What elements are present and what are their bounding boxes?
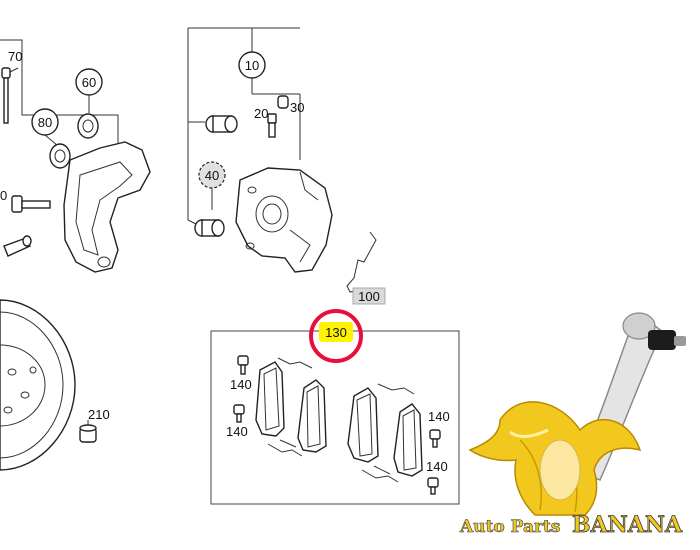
highlight-ring (309, 309, 363, 363)
svg-text:Auto Parts: Auto Parts (459, 517, 560, 537)
bushing-60 (77, 113, 99, 139)
leader-line (9, 67, 19, 73)
bolt-70 (1, 67, 11, 124)
brake-pad-left-2 (297, 379, 327, 453)
caliper-housing (235, 167, 333, 273)
wear-indicator-right (361, 383, 415, 483)
wear-indicator-left (267, 357, 313, 457)
label-210: 210 (88, 407, 110, 422)
callout-10: 10 (238, 51, 266, 79)
group-frame-left (0, 39, 119, 145)
dust-cap (277, 95, 289, 109)
watermark-brand: BANANA (572, 512, 683, 538)
label-140-a: 140 (230, 377, 252, 392)
leader-line (44, 134, 59, 147)
pad-bolt-4 (427, 477, 439, 495)
label-0: 0 (0, 188, 7, 203)
label-20: 20 (254, 106, 268, 121)
retaining-spring (346, 231, 377, 293)
callout-100: 100 (352, 287, 386, 305)
brake-pad-right-2 (393, 403, 423, 477)
callout-40: 40 (198, 161, 226, 189)
brake-pad-left-1 (255, 361, 285, 437)
label-140-d: 140 (426, 459, 448, 474)
caliper-carrier (63, 141, 151, 273)
watermark-prefix: Auto Parts (459, 517, 560, 537)
callout-40-label: 40 (205, 168, 219, 183)
callout-70-label: 70 (8, 49, 22, 64)
mounting-bolt (11, 195, 51, 213)
pad-bolt-1 (237, 355, 249, 375)
callout-60: 60 (75, 68, 103, 96)
cap-210 (79, 424, 97, 443)
watermark-logo: Auto Parts BANANA (459, 312, 686, 538)
guide-bushing-upper (205, 115, 238, 133)
callout-80-label: 80 (38, 115, 52, 130)
pad-bolt-2 (233, 404, 245, 423)
callout-10-label: 10 (245, 58, 259, 73)
pad-bolt-3 (429, 429, 441, 448)
label-140-b: 140 (226, 424, 248, 439)
callout-60-label: 60 (82, 75, 96, 90)
banana-icon (468, 401, 642, 516)
brake-disc (0, 299, 76, 471)
brake-pad-right-1 (347, 387, 379, 463)
callout-80: 80 (31, 108, 59, 136)
label-140-c: 140 (428, 409, 450, 424)
bleed-screw (267, 113, 277, 138)
callout-130: 130 (309, 309, 363, 363)
label-30: 30 (290, 100, 304, 115)
bushing-80 (49, 143, 71, 169)
callout-100-label: 100 (358, 289, 380, 304)
guide-bushing-lower (194, 219, 225, 237)
callout-130-label: 130 (325, 325, 347, 340)
guide-pin (3, 235, 32, 257)
